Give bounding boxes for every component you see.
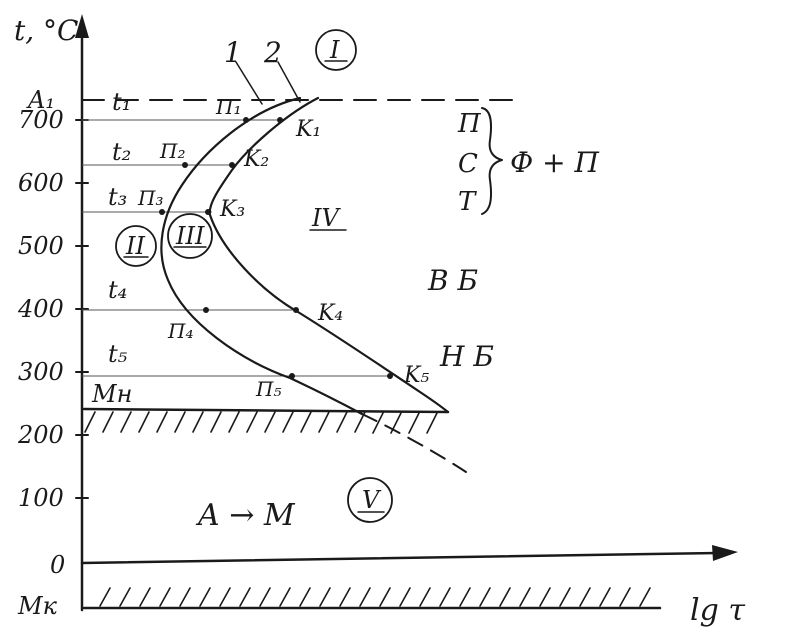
mn-hatching	[84, 411, 438, 434]
curve-points	[159, 117, 393, 379]
mn-line	[82, 407, 450, 414]
martensite-transform-label: A → M	[195, 498, 296, 533]
region-label: IV	[311, 204, 341, 232]
temp-label: t₂	[112, 138, 131, 166]
temp-label: t₃	[108, 183, 127, 211]
brace	[481, 107, 503, 215]
y-tick-label: 400	[17, 295, 64, 323]
curve1-leader	[235, 61, 263, 105]
end-point-label: K₁	[295, 117, 321, 142]
end-point-label: K₃	[219, 197, 245, 222]
x-axis	[80, 551, 720, 565]
curve-start	[160, 96, 364, 416]
mn-label: Mн	[91, 380, 132, 408]
region-v-circle	[347, 477, 393, 523]
temp-label: t₁	[112, 88, 131, 116]
mk-label: Mк	[17, 592, 58, 620]
a1-label: A₁	[26, 86, 55, 114]
start-point-label: П₅	[255, 377, 281, 401]
y-axis-arrow	[75, 14, 89, 38]
region-label: III	[175, 222, 205, 250]
curve2-label: 2	[263, 36, 282, 69]
region-label: I	[329, 36, 340, 64]
curve2-leader	[277, 61, 301, 103]
mk-hatching	[99, 587, 651, 607]
start-point-label: П₃	[137, 186, 163, 210]
y-tick-marks	[75, 119, 89, 499]
y-tick-label: 600	[18, 169, 64, 197]
region-i-circle	[315, 29, 357, 71]
upper-bainite-label: В Б	[427, 264, 478, 297]
ferrite-pearlite-label: Ф + П	[510, 146, 600, 179]
end-point-label: K₂	[243, 147, 269, 172]
y-tick-label: 300	[18, 358, 64, 386]
sorbite-label: С	[458, 149, 478, 179]
end-point-label: K₅	[403, 363, 429, 388]
lower-bainite-label: Н Б	[439, 340, 494, 373]
x-axis-title: lg τ	[690, 593, 745, 628]
region-ii-circle	[115, 225, 157, 267]
region-iii-circle	[167, 213, 213, 259]
region-label: II	[125, 232, 145, 260]
curve-end	[208, 96, 450, 414]
temp-label: t₅	[108, 340, 128, 368]
y-tick-label: 700	[18, 106, 64, 134]
start-point-label: П₄	[167, 319, 193, 343]
region-label: V	[362, 486, 382, 514]
curve1-label: 1	[224, 36, 242, 69]
y-axis-title: t, °C	[14, 14, 78, 47]
temp-label: t₄	[108, 276, 127, 304]
pearlite-label: П	[457, 109, 482, 139]
start-point-label: П₁	[215, 95, 241, 119]
y-tick-label: 200	[17, 421, 64, 449]
troostite-label: Т	[458, 187, 477, 217]
y-tick-label: 0	[50, 551, 65, 579]
start-point-label: П₂	[159, 139, 185, 163]
curve-start-dashed	[361, 413, 467, 473]
x-axis-arrow	[712, 545, 738, 561]
y-tick-label: 500	[18, 232, 64, 260]
end-point-label: K₄	[317, 301, 343, 326]
y-tick-label: 100	[18, 484, 64, 512]
